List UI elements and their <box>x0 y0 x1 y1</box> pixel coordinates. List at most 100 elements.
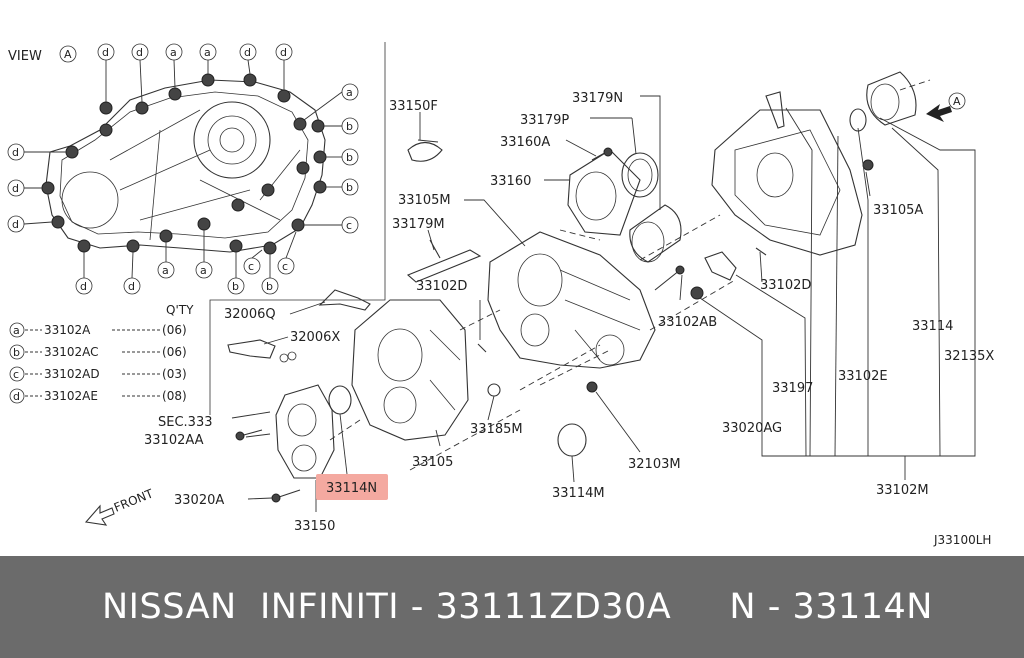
callout-right-3: b <box>326 148 359 166</box>
callout-left-2: d <box>7 179 42 197</box>
bolt-33102aa <box>235 429 263 441</box>
svg-text:33102A: 33102A <box>44 323 91 337</box>
svg-text:d: d <box>13 390 20 403</box>
svg-text:b: b <box>266 280 273 293</box>
qty-header: Q'TY <box>166 303 194 317</box>
inset-frame <box>209 42 386 415</box>
label-33102ab: 33102AB <box>658 315 717 330</box>
label-33105a: 33105A <box>873 203 923 218</box>
svg-text:b: b <box>13 346 20 359</box>
view-marker: A <box>64 48 72 61</box>
view-label: VIEW <box>8 49 42 64</box>
label-sec333: SEC.333 <box>158 415 213 430</box>
callout-right-2: b <box>324 117 359 135</box>
label-33102m: 33102M <box>876 483 929 498</box>
label-33160a: 33160A <box>500 135 550 150</box>
label-33102d-right: 33102D <box>760 278 811 293</box>
ring-33179p <box>621 152 659 198</box>
bolt-33102ab <box>654 265 685 291</box>
label-33179m: 33179M <box>392 217 445 232</box>
view-a-bore-core <box>219 127 245 153</box>
part-labels: 33150F 33179N 33179P 33160A 33160 33105M… <box>144 91 994 534</box>
callout-bottom-1: d <box>75 252 93 295</box>
qty-row: a 33102A (06) <box>9 322 187 338</box>
label-32006q: 32006Q <box>224 307 276 322</box>
footer-part-number: NISSAN INFINITI - 33111ZD30A N - 33114N <box>102 587 933 627</box>
front-arrow-icon <box>84 504 115 526</box>
svg-text:b: b <box>346 120 353 133</box>
svg-text:d: d <box>128 280 135 293</box>
label-33020ag: 33020AG <box>722 421 782 436</box>
label-32103m: 32103M <box>628 457 681 472</box>
arrow-marker: A <box>953 95 961 108</box>
footer-bar: NISSAN INFINITI - 33111ZD30A N - 33114N <box>0 556 1024 658</box>
svg-text:a: a <box>204 46 211 59</box>
pin-33102m <box>765 91 785 129</box>
svg-text:c: c <box>282 260 288 273</box>
qty-count-b: (06) <box>162 345 187 359</box>
bolt-33105a <box>862 159 874 171</box>
callout-bottom-7: b <box>261 254 279 295</box>
svg-text:33102AC: 33102AC <box>44 345 99 359</box>
svg-text:a: a <box>162 264 169 277</box>
guide-33179m <box>406 239 482 283</box>
label-33020a: 33020A <box>174 493 224 508</box>
label-33114n: 33114N <box>326 481 377 496</box>
view-a-case-inner <box>59 91 309 239</box>
parts-drawings <box>227 71 931 503</box>
svg-text:33102AD: 33102AD <box>44 367 100 381</box>
bracket-33197 <box>704 251 737 281</box>
label-33185m: 33185M <box>470 422 523 437</box>
nut-33185m <box>487 383 501 397</box>
callout-top-4: a <box>199 43 217 74</box>
callout-bottom-2: d <box>123 251 141 295</box>
sensor-32006q <box>318 289 371 311</box>
case-33105a <box>711 109 863 256</box>
qty-row: b 33102AC (06) <box>9 344 187 360</box>
qty-row: d 33102AE (08) <box>9 388 187 404</box>
svg-text:33102AE: 33102AE <box>44 389 98 403</box>
svg-text:d: d <box>102 46 109 59</box>
seal-33114n <box>328 385 352 415</box>
view-a-ribs <box>109 109 301 241</box>
front-indicator: FRONT <box>84 486 156 526</box>
diagram-code: J33100LH <box>933 533 991 547</box>
callout-left-3: d <box>7 215 53 233</box>
svg-text:d: d <box>244 46 251 59</box>
callout-top-5: d <box>239 43 257 75</box>
svg-text:d: d <box>280 46 287 59</box>
cylinder-33179n <box>629 204 682 263</box>
label-33179p: 33179P <box>520 113 569 128</box>
callout-top-1: d <box>97 43 115 102</box>
callout-bottom-5: b <box>227 252 245 295</box>
svg-text:a: a <box>346 86 353 99</box>
exploded-parts-diagram: VIEW A d d a a <box>7 42 994 547</box>
svg-text:d: d <box>12 146 19 159</box>
view-a-bore-outer <box>193 101 271 179</box>
svg-text:a: a <box>170 46 177 59</box>
view-a-bolts <box>41 73 327 255</box>
case-33105m <box>487 231 656 369</box>
front-label: FRONT <box>112 486 156 515</box>
qty-row: c 33102AD (03) <box>9 366 187 382</box>
callout-top-3: a <box>165 43 183 89</box>
label-33114: 33114 <box>912 319 953 334</box>
view-a-bore-inner <box>207 115 257 165</box>
callout-top-6: d <box>275 43 293 90</box>
svg-text:d: d <box>12 218 19 231</box>
callout-bottom-6: c <box>243 249 263 275</box>
leader-lines <box>231 95 976 512</box>
svg-text:c: c <box>346 219 352 232</box>
callout-bottom-3: a <box>157 242 175 279</box>
label-33150: 33150 <box>294 519 335 534</box>
label-33105m: 33105M <box>398 193 451 208</box>
callout-top-2: d <box>131 43 149 103</box>
label-32135x: 32135X <box>944 349 994 364</box>
svg-text:c: c <box>248 260 254 273</box>
svg-text:a: a <box>13 324 20 337</box>
view-a-case-outline <box>45 79 326 253</box>
qty-table: Q'TY a 33102A (06) b 33102AC (06) c 3310… <box>9 303 194 404</box>
label-33160: 33160 <box>490 174 531 189</box>
label-33102e: 33102E <box>838 369 888 384</box>
view-a-lower-bore <box>61 171 119 229</box>
